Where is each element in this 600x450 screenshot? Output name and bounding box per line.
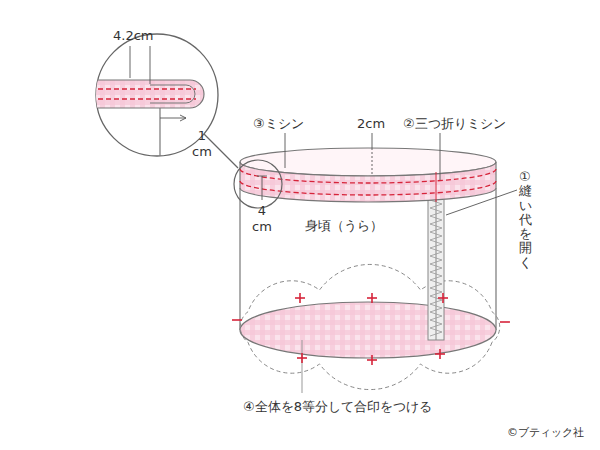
match-mark (299, 293, 301, 303)
dimension: 2cm (357, 116, 385, 132)
match-mark (371, 355, 373, 365)
match-mark (371, 293, 373, 303)
match-marks (232, 293, 510, 365)
part-name: 身頃（うら） (305, 218, 383, 234)
dimension: 4 cm (251, 203, 273, 234)
dimension: 4.2cm (113, 28, 154, 44)
match-mark (500, 321, 510, 323)
step-note: ④全体を8等分して合印をつける (243, 399, 432, 415)
scallop-line (240, 264, 499, 389)
copyright: ©ブティック社 (507, 426, 584, 439)
detail-inset (90, 34, 218, 160)
leaders (202, 132, 517, 215)
match-mark (442, 293, 444, 303)
match-mark (439, 349, 441, 359)
match-mark (301, 353, 303, 363)
dimension: 1 cm (191, 128, 213, 159)
top-band (240, 148, 496, 202)
gather-scallops (240, 264, 499, 389)
front-line (302, 340, 303, 393)
step-note: ②三つ折りミシン (403, 116, 506, 132)
step-note: ①縫い代を開く (519, 170, 532, 270)
match-mark (232, 319, 242, 321)
step-note: ③ミシン (253, 116, 304, 132)
bottom-opening (240, 302, 496, 358)
